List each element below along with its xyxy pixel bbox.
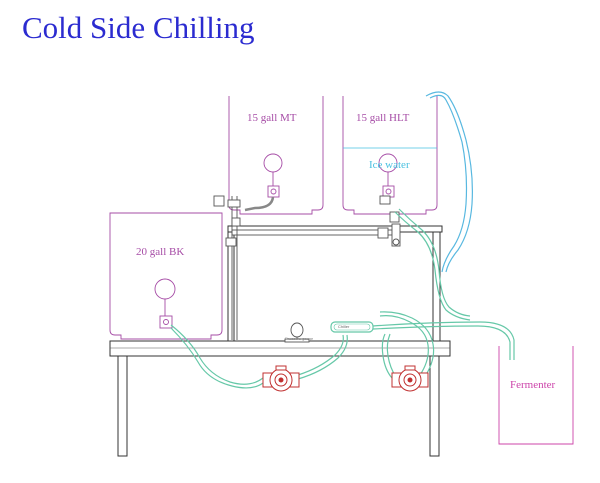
stand-leg-left [117, 355, 128, 457]
hoses [170, 208, 515, 389]
gas-manifold [213, 195, 401, 340]
page-title: Cold Side Chilling [22, 10, 255, 45]
hose-ice-water-inlet [425, 91, 473, 273]
mash-tun-thermometer [263, 153, 283, 173]
stand-upper-post-right [432, 231, 441, 342]
pressure-gauge [284, 322, 310, 343]
hose-chiller-to-fermenter [372, 321, 515, 360]
mash-tun-valve [267, 185, 280, 198]
counterflow-chiller [330, 321, 374, 333]
fermenter [498, 346, 574, 445]
brew-stand [109, 225, 451, 457]
mash-tun-label: 15 gall MT [247, 112, 297, 124]
pump-right [391, 365, 429, 392]
bk-label: 20 gall BK [136, 246, 184, 258]
hlt-burner-valve [379, 195, 391, 205]
stand-leg-right [429, 355, 440, 457]
bk-valve [159, 315, 173, 329]
pump-left [262, 365, 300, 392]
mash-tun [228, 96, 324, 215]
hlt-label: 15 gall HLT [356, 112, 410, 124]
mt-burner-valve [213, 195, 225, 207]
hose-hlt-to-pump [394, 211, 471, 321]
hose-bk-to-pump [170, 324, 264, 385]
stand-upper-post-left [227, 231, 235, 342]
bk-thermometer [154, 278, 176, 300]
ice-water-label: Ice water [369, 159, 410, 171]
fermenter-label: Fermenter [510, 379, 556, 391]
pressure-gauge-label: Pressure gauge [285, 336, 314, 341]
boil-kettle [109, 212, 223, 340]
chiller-label: Chiller [338, 324, 350, 329]
hose-ice-return [379, 315, 429, 376]
hose-pump-to-chiller [297, 334, 344, 376]
hlt-valve [382, 185, 395, 198]
mt-outlet-pipe [244, 196, 275, 212]
stand-tabletop [109, 340, 451, 357]
